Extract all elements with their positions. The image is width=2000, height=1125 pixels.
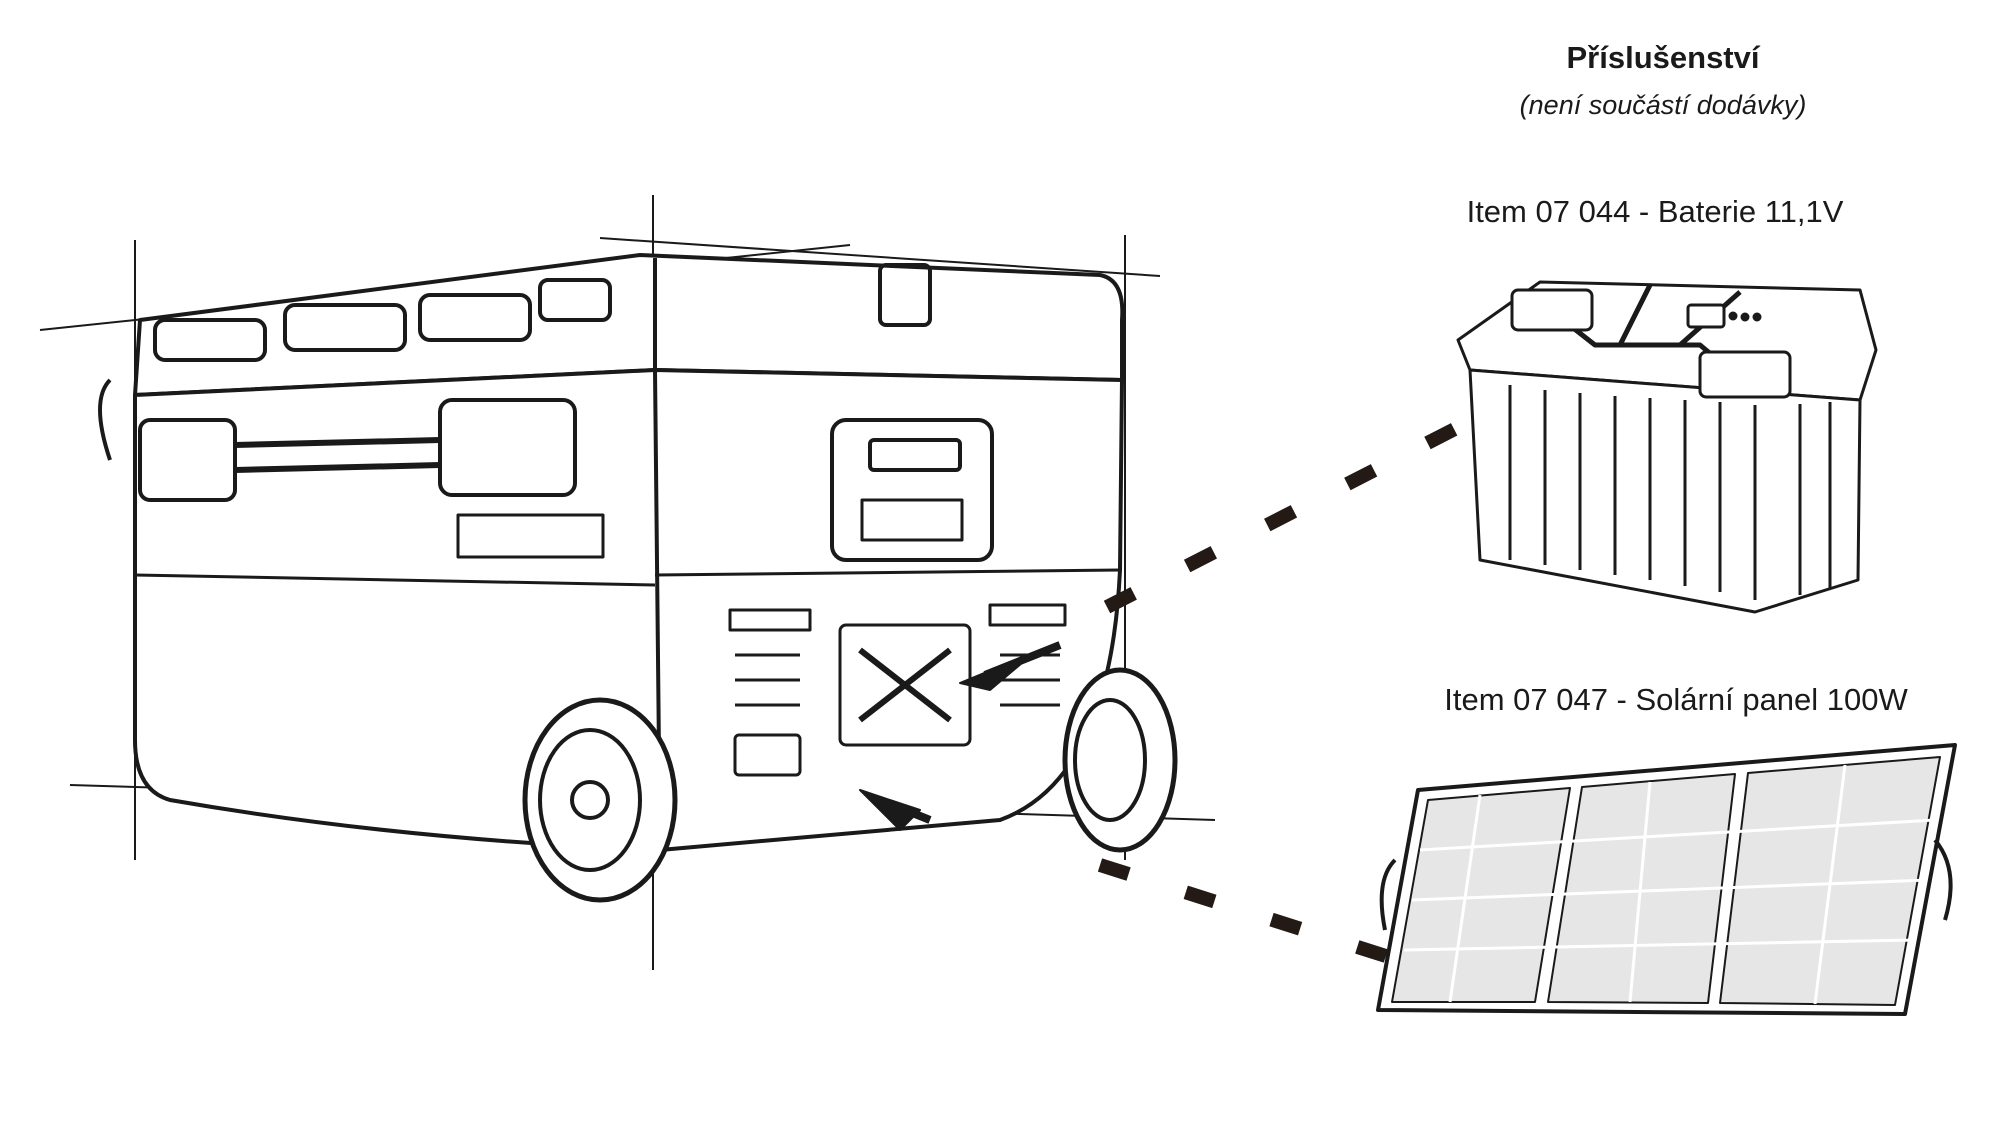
- battery-drawing: [1456, 280, 1878, 614]
- solar-panel-item-label: Item 07 047 - Solární panel 100W: [1444, 682, 1908, 717]
- solar-panel-drawing: [1376, 743, 1957, 1016]
- accessories-subtitle: (není součástí dodávky): [1519, 90, 1807, 120]
- battery-item-label: Item 07 044 - Baterie 11,1V: [1466, 194, 1844, 229]
- battery-connection-line: [1103, 405, 1492, 614]
- cooler-drawing: [39, 195, 1216, 970]
- solar-connection-line: [1097, 858, 1414, 971]
- accessories-title: Příslušenství: [1566, 40, 1760, 75]
